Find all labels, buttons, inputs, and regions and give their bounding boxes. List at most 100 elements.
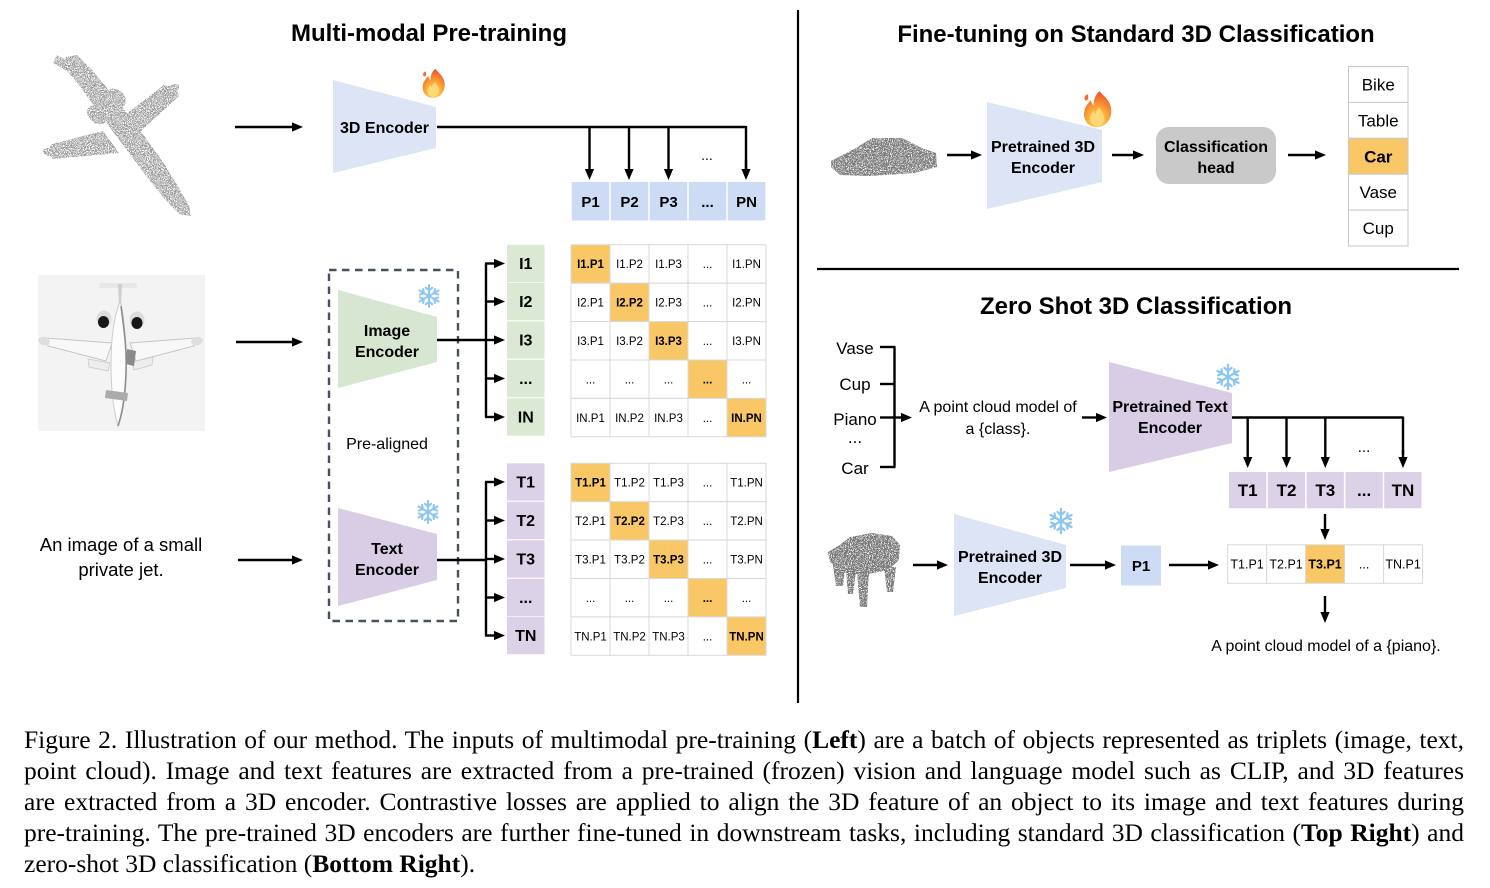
svg-text:...: ... [703,516,713,528]
svg-text:...: ... [664,374,674,386]
svg-text:T1: T1 [1238,481,1258,500]
svg-text:Encoder: Encoder [355,344,419,361]
svg-text:...: ... [703,631,713,643]
svg-text:T3.P1: T3.P1 [1308,558,1341,572]
svg-text:...: ... [625,593,635,605]
svg-text:Multi-modal Pre-training: Multi-modal Pre-training [291,20,567,47]
svg-text:TN.P1: TN.P1 [1385,558,1420,572]
svg-text:T2: T2 [516,513,535,530]
svg-text:IN: IN [518,410,534,427]
svg-text:A point cloud model of: A point cloud model of [919,399,1077,416]
svg-text:Image: Image [364,323,410,340]
svg-text:I3: I3 [519,333,532,350]
svg-text:...: ... [742,374,752,386]
svg-text:...: ... [1359,558,1369,572]
svg-text:T2.PN: T2.PN [730,516,763,528]
svg-text:T3.P3: T3.P3 [653,555,684,567]
svg-text:...: ... [664,593,674,605]
svg-text:Classification: Classification [1164,139,1268,156]
svg-text:Bike: Bike [1362,75,1395,94]
svg-text:I2.PN: I2.PN [732,298,761,310]
svg-text:Encoder: Encoder [355,562,419,579]
svg-text:I2: I2 [519,294,532,311]
svg-text:...: ... [703,298,713,310]
svg-text:TN: TN [515,628,536,645]
svg-text:Table: Table [1358,111,1399,130]
svg-text:T1.P3: T1.P3 [653,478,684,490]
svg-text:Encoder: Encoder [1138,420,1202,437]
svg-text:...: ... [1358,439,1371,456]
svg-text:Pretrained Text: Pretrained Text [1112,399,1228,416]
svg-text:TN.P2: TN.P2 [613,631,646,643]
svg-text:Pretrained 3D: Pretrained 3D [991,139,1095,156]
svg-text:P1: P1 [581,194,599,211]
svg-text:I3.P1: I3.P1 [577,336,604,348]
svg-text:...: ... [848,428,862,447]
svg-text:...: ... [586,374,596,386]
svg-text:TN.P1: TN.P1 [574,631,607,643]
svg-text:An image of a small: An image of a small [40,534,202,555]
svg-text:a {class}.: a {class}. [966,421,1031,438]
svg-text:P3: P3 [659,194,677,211]
svg-text:I1.P2: I1.P2 [616,259,643,271]
svg-text:I1: I1 [519,256,532,273]
svg-text:IN.PN: IN.PN [731,413,762,425]
svg-text:...: ... [703,336,713,348]
svg-text:I3.PN: I3.PN [732,336,761,348]
svg-text:Encoder: Encoder [978,570,1042,587]
svg-text:...: ... [703,413,713,425]
svg-text:Vase: Vase [836,339,874,358]
svg-text:T3.P1: T3.P1 [575,555,606,567]
svg-text:IN.P2: IN.P2 [615,413,644,425]
svg-text:P1: P1 [1132,558,1150,575]
svg-text:Pre-aligned: Pre-aligned [346,436,428,453]
svg-text:T2.P1: T2.P1 [575,516,606,528]
svg-text:...: ... [703,374,713,386]
svg-text:...: ... [703,555,713,567]
svg-text:T2.P3: T2.P3 [653,516,684,528]
svg-text:T1.PN: T1.PN [730,478,763,490]
svg-text:T3.PN: T3.PN [730,555,763,567]
svg-text:T1: T1 [516,475,535,492]
svg-text:T2.P1: T2.P1 [1269,558,1302,572]
svg-text:T2.P2: T2.P2 [614,516,645,528]
svg-text:private jet.: private jet. [78,559,163,580]
svg-text:IN.P1: IN.P1 [576,413,605,425]
svg-text:I2.P1: I2.P1 [577,298,604,310]
svg-text:...: ... [1357,481,1371,500]
svg-text:...: ... [519,371,532,388]
svg-text:TN.PN: TN.PN [729,631,764,643]
svg-text:Zero Shot 3D Classification: Zero Shot 3D Classification [980,293,1292,320]
svg-text:I1.PN: I1.PN [732,259,761,271]
svg-text:...: ... [625,374,635,386]
svg-text:Cup: Cup [1363,219,1394,238]
svg-text:...: ... [701,147,713,163]
svg-text:...: ... [742,593,752,605]
svg-text:T2: T2 [1277,481,1297,500]
svg-text:I3.P3: I3.P3 [655,336,682,348]
svg-text:Cup: Cup [839,375,870,394]
svg-text:...: ... [586,593,596,605]
svg-text:TN.P3: TN.P3 [652,631,685,643]
svg-text:Pretrained 3D: Pretrained 3D [958,549,1062,566]
svg-text:head: head [1197,160,1234,177]
svg-text:T3: T3 [516,552,535,569]
svg-text:T3: T3 [1315,481,1335,500]
svg-text:...: ... [703,593,713,605]
svg-text:T3.P2: T3.P2 [614,555,645,567]
svg-text:A point cloud model of a {pian: A point cloud model of a {piano}. [1211,638,1441,655]
svg-text:T1.P2: T1.P2 [614,478,645,490]
svg-text:Fine-tuning on Standard 3D Cla: Fine-tuning on Standard 3D Classificatio… [897,21,1374,48]
svg-text:T1.P1: T1.P1 [1230,558,1263,572]
svg-text:I1.P1: I1.P1 [577,259,604,271]
svg-text:I2.P3: I2.P3 [655,298,682,310]
svg-text:TN: TN [1392,481,1415,500]
svg-text:I1.P3: I1.P3 [655,259,682,271]
svg-text:PN: PN [736,194,757,211]
svg-text:...: ... [703,259,713,271]
svg-text:T1.P1: T1.P1 [575,478,606,490]
svg-text:Vase: Vase [1360,183,1398,202]
svg-text:3D Encoder: 3D Encoder [340,120,429,137]
svg-text:...: ... [519,590,532,607]
svg-text:Piano: Piano [833,410,876,429]
